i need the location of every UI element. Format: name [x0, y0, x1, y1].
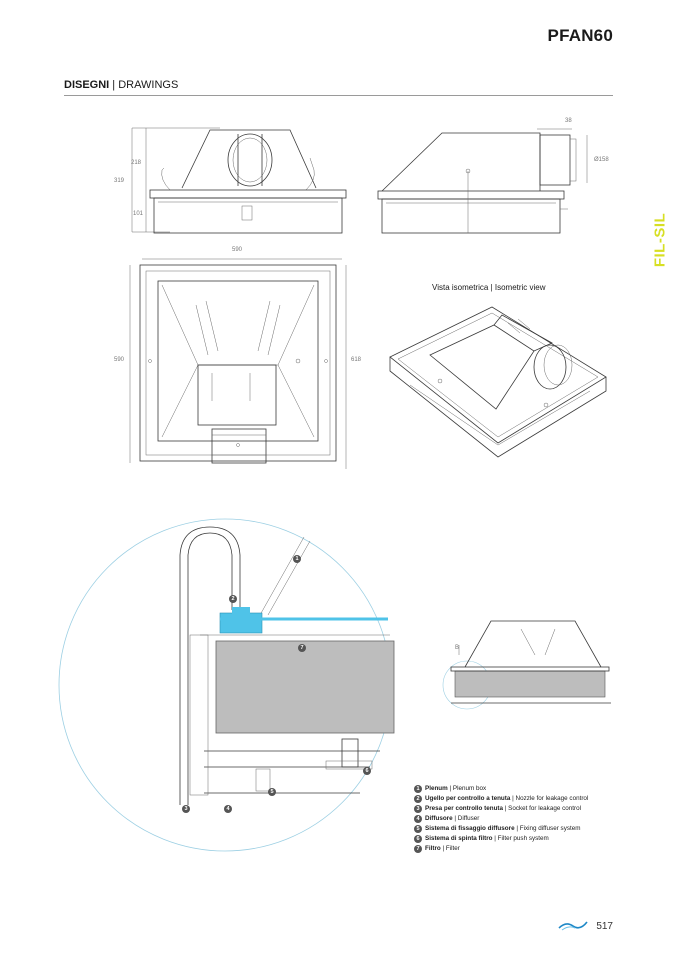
section-key-drawing: [442, 620, 611, 710]
section-title-en: DRAWINGS: [118, 79, 179, 91]
iso-caption-en: Isometric view: [494, 283, 546, 292]
callout-4: 4: [224, 797, 235, 815]
detail-mark-b: B: [455, 645, 460, 651]
iso-caption-it: Vista isometrica: [432, 283, 489, 292]
front-view-drawing: [131, 127, 347, 234]
section-title: DISEGNI | DRAWINGS: [64, 79, 178, 91]
callout-5: 5: [268, 780, 279, 798]
callout-7: 7: [298, 636, 309, 654]
callout-3: 3: [182, 797, 193, 815]
section-divider: [64, 95, 613, 96]
dim-plan-618: 618: [351, 357, 362, 363]
dim-side-38: 38: [565, 118, 572, 124]
product-title: PFAN60: [547, 26, 613, 45]
section-title-it: DISEGNI: [64, 79, 110, 91]
side-tab: FIL-SIL: [649, 205, 671, 275]
side-tab-label: FIL-SIL: [651, 212, 669, 268]
detail-section-drawing: [58, 518, 395, 852]
dim-side-diameter: Ø158: [594, 157, 609, 163]
brand-wave-icon: [558, 921, 588, 931]
callout-6: 6: [363, 759, 374, 777]
dim-front-101: 101: [133, 211, 144, 217]
dim-front-319: 319: [114, 178, 125, 184]
dim-plan-590-height: 590: [114, 357, 125, 363]
iso-caption: Vista isometrica | Isometric view: [432, 283, 546, 292]
page-number: 517: [596, 921, 613, 932]
iso-caption-separator: |: [488, 283, 495, 292]
plan-view-drawing: [129, 258, 347, 469]
side-view-drawing: [377, 128, 588, 234]
callout-1: 1: [293, 547, 304, 565]
callout-2: 2: [229, 587, 240, 605]
dim-plan-590-width: 590: [232, 247, 243, 253]
dim-front-218: 218: [131, 160, 142, 166]
section-separator: |: [109, 79, 119, 91]
isometric-view-drawing: [389, 306, 607, 458]
